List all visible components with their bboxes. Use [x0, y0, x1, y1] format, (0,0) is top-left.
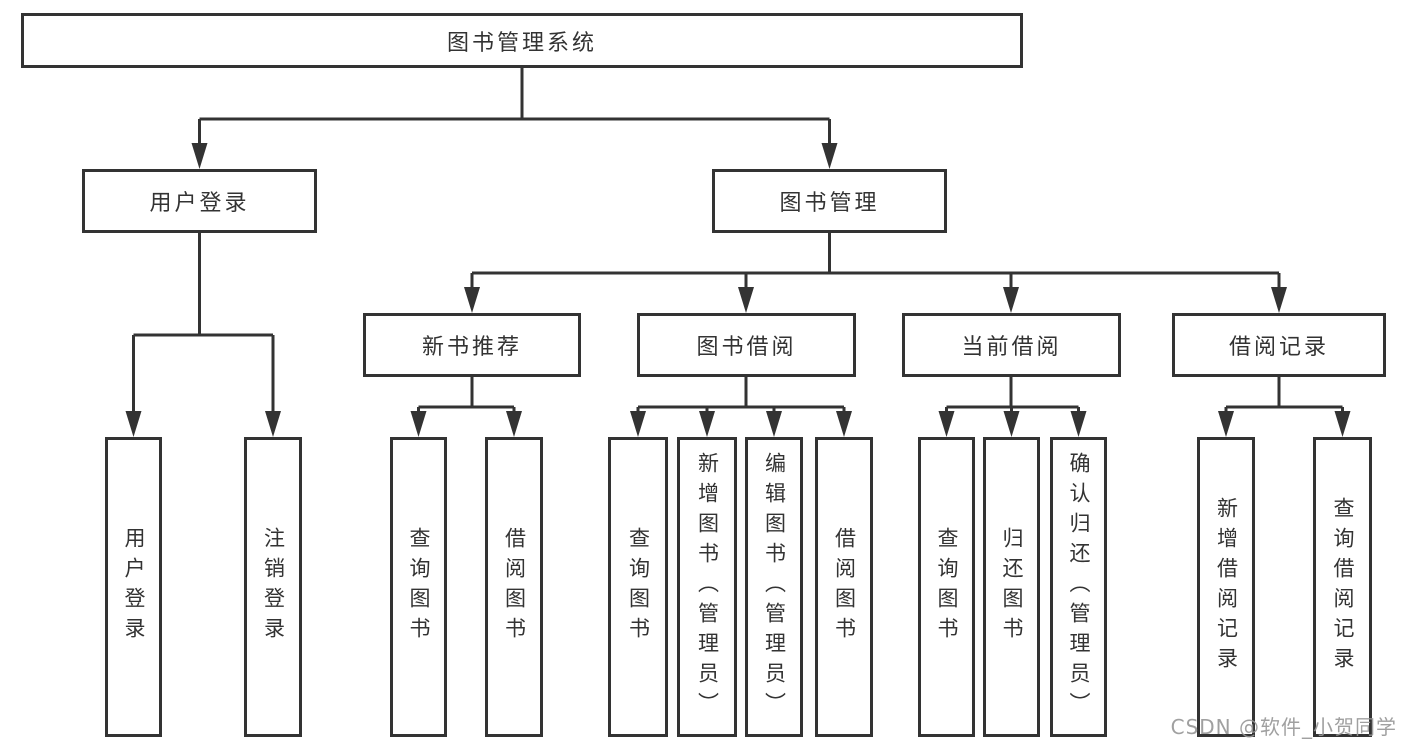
leaf-query-books-current-label: 查询图书	[935, 527, 959, 647]
leaf-edit-books-admin: 编辑图书（管理员）	[745, 437, 803, 737]
node-new-book-recommend: 新书推荐	[363, 313, 581, 377]
node-current-borrowing-label: 当前借阅	[961, 335, 1062, 360]
node-book-borrowing: 图书借阅	[637, 313, 856, 377]
csdn-watermark: CSDN @软件_小贺同学	[1170, 715, 1397, 739]
leaf-query-borrow-record: 查询借阅记录	[1313, 437, 1372, 737]
node-borrowing-records-label: 借阅记录	[1228, 335, 1329, 360]
leaf-borrow-books-recommend: 借阅图书	[485, 437, 543, 737]
node-book-management: 图书管理	[712, 169, 947, 233]
leaf-logout: 注销登录	[244, 437, 302, 737]
leaf-query-books-recommend: 查询图书	[390, 437, 447, 737]
leaf-user-login: 用户登录	[105, 437, 162, 737]
leaf-query-books-borrowing: 查询图书	[608, 437, 668, 737]
node-current-borrowing: 当前借阅	[902, 313, 1121, 377]
leaf-query-books-current: 查询图书	[918, 437, 975, 737]
node-book-borrowing-label: 图书借阅	[696, 335, 797, 360]
leaf-return-books: 归还图书	[983, 437, 1040, 737]
leaf-edit-books-admin-label: 编辑图书（管理员）	[762, 452, 787, 722]
leaf-borrow-books-label: 借阅图书	[832, 527, 857, 647]
node-new-book-recommend-label: 新书推荐	[421, 335, 522, 360]
leaf-borrow-books-recommend-label: 借阅图书	[502, 527, 527, 647]
leaf-query-books-borrowing-label: 查询图书	[626, 527, 651, 647]
leaf-logout-label: 注销登录	[261, 527, 286, 647]
leaf-add-borrow-record-label: 新增借阅记录	[1214, 497, 1239, 677]
leaf-add-borrow-record: 新增借阅记录	[1197, 437, 1255, 737]
node-library-system-label: 图书管理系统	[446, 30, 597, 56]
leaf-confirm-return-admin-label: 确认归还（管理员）	[1067, 452, 1091, 722]
node-borrowing-records: 借阅记录	[1172, 313, 1386, 377]
leaf-borrow-books: 借阅图书	[815, 437, 873, 737]
node-library-system: 图书管理系统	[21, 13, 1023, 68]
node-book-management-label: 图书管理	[779, 191, 880, 216]
leaf-query-books-recommend-label: 查询图书	[407, 527, 431, 647]
node-user-login: 用户登录	[82, 169, 317, 233]
leaf-return-books-label: 归还图书	[1000, 527, 1024, 647]
leaf-user-login-label: 用户登录	[122, 527, 146, 647]
leaf-add-books-admin-label: 新增图书（管理员）	[695, 452, 720, 722]
leaf-confirm-return-admin: 确认归还（管理员）	[1050, 437, 1107, 737]
leaf-query-borrow-record-label: 查询借阅记录	[1331, 497, 1355, 677]
node-user-login-label: 用户登录	[149, 191, 250, 216]
leaf-add-books-admin: 新增图书（管理员）	[677, 437, 737, 737]
